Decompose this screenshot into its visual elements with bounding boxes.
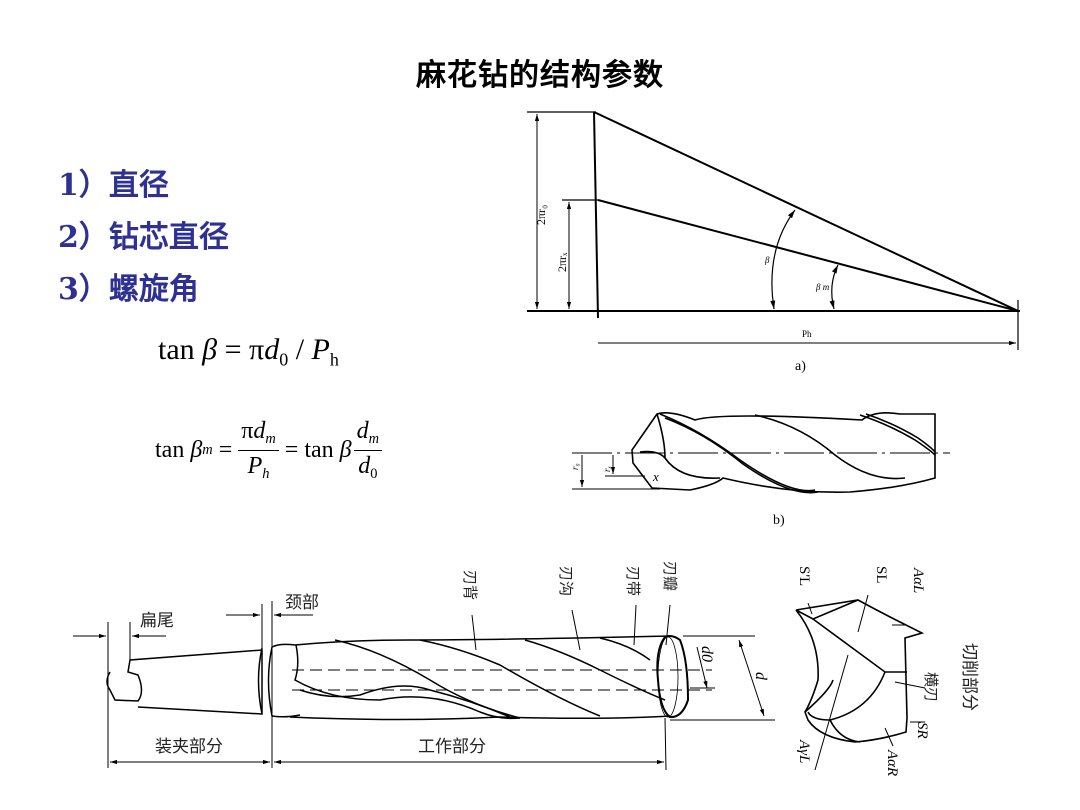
label-A-alpha-L: AαL (910, 567, 926, 593)
label-flute: 刃沟 (557, 566, 575, 596)
beta-subscript: m (202, 442, 213, 459)
list-item-helix-angle: 3）螺旋角 (58, 264, 199, 308)
page-title: 麻花钻的结构参数 (416, 58, 664, 93)
label-rx: rₓ (602, 465, 612, 472)
label-working-part: 工作部分 (418, 737, 486, 757)
fraction-dm-over-d0: dm d0 (353, 418, 382, 483)
beta-symbol: β (202, 333, 218, 366)
equals-sign: = (224, 333, 242, 366)
helix-triangle-figure (527, 111, 1020, 350)
label-neck: 颈部 (285, 593, 319, 613)
list-number: 1） (58, 168, 109, 203)
equals-sign: = (284, 437, 299, 464)
list-label: 钻芯直径 (108, 220, 229, 255)
twist-drill-side-view (572, 412, 950, 494)
label-2pi-rx: 2πrₓ (555, 252, 569, 272)
label-d0: d0 (698, 646, 715, 662)
label-flat-tail: 扁尾 (140, 611, 174, 631)
P-variable: P (311, 333, 330, 366)
figure-b-caption: b) (773, 513, 785, 528)
tan-text: tan (158, 333, 195, 366)
drill-structure-diagram (73, 601, 775, 771)
label-blade-back: 刃背 (461, 570, 479, 600)
list-label: 直径 (108, 168, 169, 203)
d-subscript: m (265, 431, 276, 448)
beta-symbol: β (190, 437, 203, 464)
tan-text: tan (304, 437, 334, 464)
label-A-alpha-R: AαR (884, 749, 900, 776)
list-number: 2） (58, 220, 109, 255)
label-SL: SL (873, 566, 889, 584)
tan-text: tan (155, 437, 185, 464)
pi-symbol: π (249, 333, 265, 366)
d-subscript: 0 (370, 466, 378, 483)
list-item-diameter: 1）直径 (58, 160, 169, 204)
label-chisel-edge: 横刃 (922, 672, 940, 702)
label-SR: SR (914, 722, 930, 739)
list-number: 3） (58, 272, 109, 307)
label-A-gamma-L: AγL (796, 739, 812, 763)
label-beta-m: β m (815, 282, 830, 292)
d-variable: d (358, 453, 371, 480)
d-variable: d (356, 418, 369, 444)
label-d: d (752, 672, 769, 681)
cutting-part-diagram (795, 594, 926, 771)
P-subscript: h (262, 466, 270, 483)
fraction-pi-dm-over-Ph: πdm Ph (238, 418, 279, 483)
label-r0: r₀ (570, 463, 580, 470)
P-variable: P (247, 453, 263, 480)
label-Ph: Ph (802, 329, 812, 339)
label-cutting-part: 切削部分 (959, 643, 979, 711)
list-item-core-diameter: 2）钻芯直径 (58, 212, 229, 256)
figure-a-caption: a) (795, 359, 806, 374)
pi-symbol: π (241, 418, 254, 444)
label-x: x (652, 469, 659, 484)
d-variable: d (264, 333, 280, 366)
label-2pi-r0: 2πr₀ (534, 205, 548, 225)
label-beta: β (764, 255, 770, 265)
label-SL-prime: S'L (796, 566, 812, 586)
list-label: 螺旋角 (108, 272, 199, 307)
d-subscript: m (368, 431, 379, 448)
label-margin: 刃带 (624, 566, 642, 596)
P-subscript: h (329, 349, 339, 370)
helix-angle-formula: tan β = πd0 / Ph (158, 333, 339, 370)
equals-sign: = (218, 437, 233, 464)
d-variable: d (253, 418, 266, 444)
label-lip: 刃瓣 (661, 561, 679, 591)
slash: / (295, 333, 305, 366)
beta-symbol: β (339, 437, 352, 464)
d-subscript: 0 (279, 349, 289, 370)
label-clamping-part: 装夹部分 (155, 737, 223, 757)
